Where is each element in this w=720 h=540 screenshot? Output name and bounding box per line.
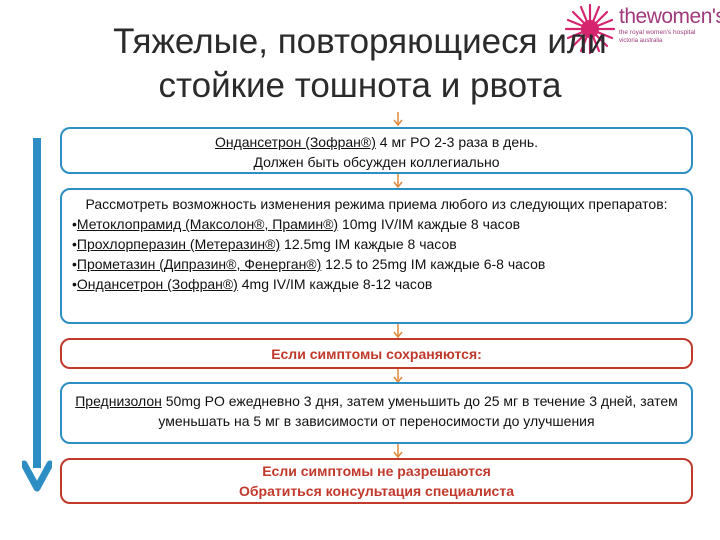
drug-name: Прометазин (Дипразин®, Фенерган®) [76, 256, 322, 272]
connector-arrow-icon [393, 444, 403, 458]
progression-arrow-icon [22, 138, 52, 492]
connector-arrow-icon [393, 324, 403, 338]
box1-line-1: Ондансетрон (Зофран®) 4 мг PO 2-3 раза в… [62, 132, 691, 152]
title-line-2: стойкие тошнота и рвота [158, 66, 562, 105]
drug-list-item: •Прохлорперазин (Метеразин®) 12.5mg IM к… [72, 236, 457, 252]
step-alternative-drugs: Рассмотреть возможность изменения режима… [60, 188, 693, 324]
drug-list-item: •Прометазин (Дипразин®, Фенерган®) 12.5 … [72, 256, 546, 272]
box1-drug: Ондансетрон (Зофран®) [214, 134, 376, 150]
drug-dose: 12.5mg IM каждые 8 часов [280, 236, 457, 252]
connector-arrow-icon [393, 112, 403, 126]
drug-name: Прохлорперазин (Метеразин®) [76, 236, 281, 252]
condition-symptoms-persist: Если симптомы сохраняются: [60, 338, 693, 369]
title-line-1: Тяжелые, повторяющиеся или [113, 22, 607, 61]
connector-arrow-icon [393, 369, 403, 383]
logo-subtitle-2: victoria australia [619, 38, 663, 44]
box2-intro: Рассмотреть возможность изменения режима… [85, 196, 668, 212]
drug-dose: 10mg IV/IM каждые 8 часов [338, 216, 521, 232]
logo-subtitle: the royal women's hospital [619, 29, 696, 36]
box4-rest: 50mg PO ежедневно 3 дня, затем уменьшить… [158, 393, 678, 429]
logo-text: thewomen's the royal women's hospital vi… [619, 6, 720, 46]
box5-line-2: Обратиться консультация специалиста [238, 483, 514, 499]
drug-list-item: •Ондансетрон (Зофран®) 4mg IV/IM каждые … [72, 276, 433, 292]
step-ondansetron-oral: Ондансетрон (Зофран®) 4 мг PO 2-3 раза в… [60, 127, 693, 174]
drug-name: Ондансетрон (Зофран®) [76, 276, 238, 292]
box5-line-1: Если симптомы не разрешаются [262, 463, 491, 479]
logo-flower-icon [564, 3, 616, 55]
logo-brand: thewomen's [619, 5, 720, 28]
box4-drug: Преднизолон [75, 393, 162, 409]
womens-hospital-logo: thewomen's the royal women's hospital vi… [563, 2, 720, 62]
drug-dose: 4mg IV/IM каждые 8-12 часов [237, 276, 433, 292]
drug-name: Метоклопрамид (Максолон®, Прамин®) [76, 216, 339, 232]
drug-dose: 12.5 to 25mg IM каждые 6-8 часов [321, 256, 546, 272]
drug-list-item: •Метоклопрамид (Максолон®, Прамин®) 10mg… [72, 216, 521, 232]
box1-dose: 4 мг PO 2-3 раза в день. [375, 134, 539, 150]
connector-arrow-icon [393, 174, 403, 188]
box3-text: Если симптомы сохраняются: [271, 346, 482, 362]
box1-line-2: Должен быть обсужден коллегиально [253, 154, 500, 170]
condition-specialist-consult: Если симптомы не разрешаются Обратиться … [60, 458, 693, 504]
slide-title: Тяжелые, повторяющиеся или стойкие тошно… [80, 20, 640, 108]
step-prednisolone: Преднизолон 50mg PO ежедневно 3 дня, зат… [60, 382, 693, 444]
